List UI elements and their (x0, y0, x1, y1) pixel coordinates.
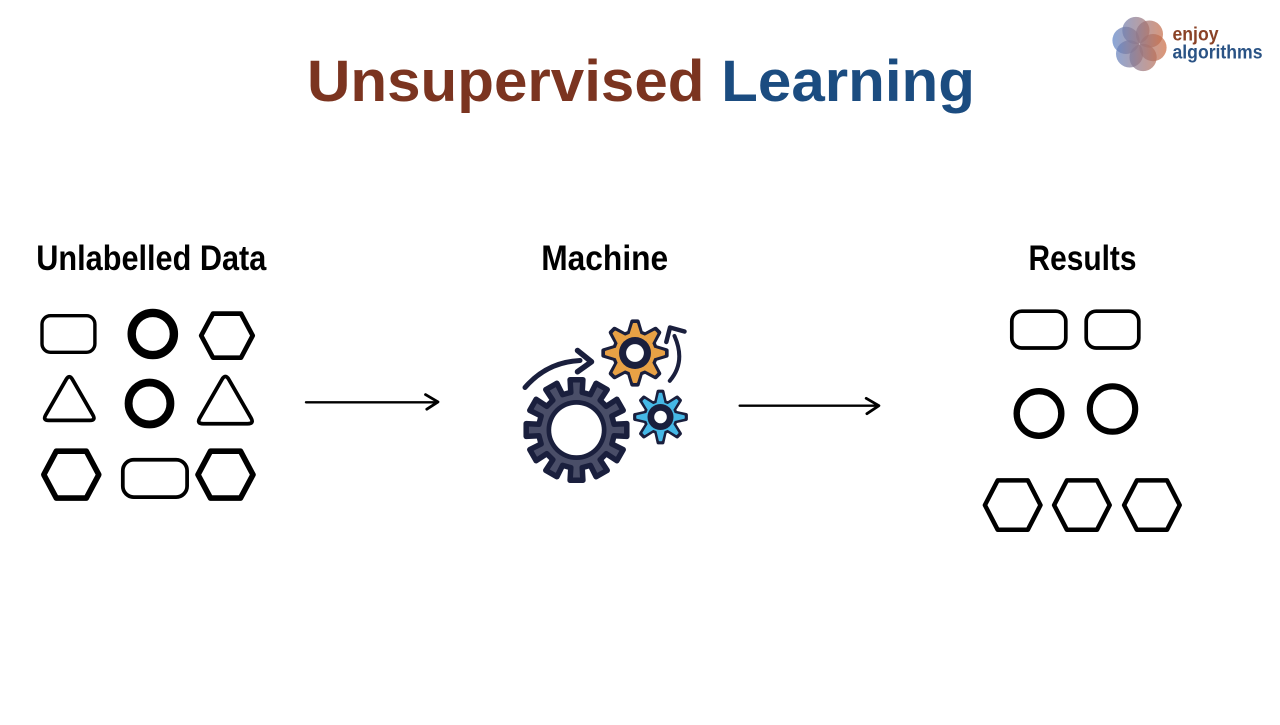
svg-text:Unlabelled Data: Unlabelled Data (36, 239, 266, 278)
svg-text:algorithms: algorithms (1173, 43, 1263, 64)
svg-text:enjoy: enjoy (1173, 25, 1219, 46)
svg-text:Results: Results (1029, 239, 1137, 278)
svg-text:Unsupervised Learning: Unsupervised Learning (307, 49, 975, 114)
svg-text:Machine: Machine (541, 239, 668, 278)
